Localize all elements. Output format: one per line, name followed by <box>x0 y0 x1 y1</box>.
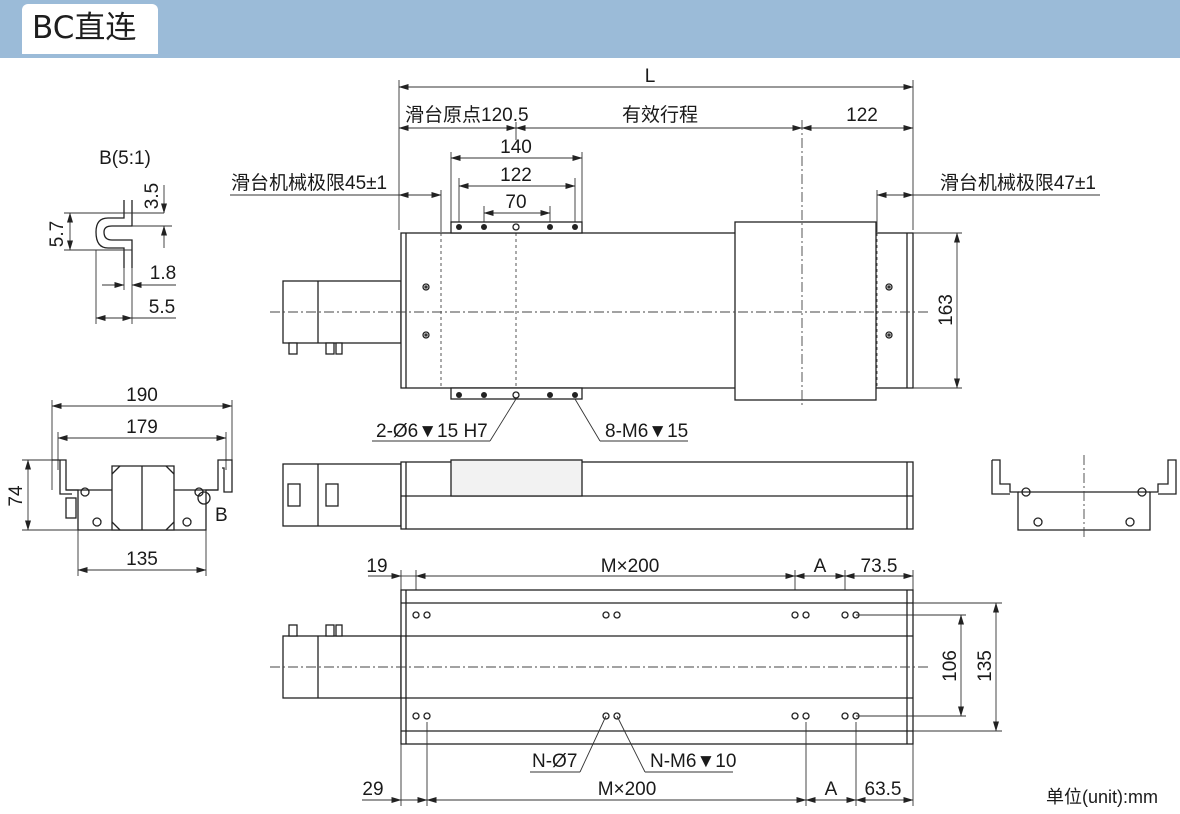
dim-3-5: 3.5 <box>142 183 163 209</box>
dim-L: L <box>645 66 656 87</box>
dim-70: 70 <box>505 192 526 213</box>
dim-74: 74 <box>6 485 27 507</box>
dim-179: 179 <box>126 417 158 438</box>
header-bar <box>0 0 1180 58</box>
dim-106: 106 <box>940 650 961 682</box>
mounting-holes <box>412 611 860 720</box>
callout-tapped-holes: 8-M6▼15 <box>605 421 688 442</box>
units-note: 单位(unit):mm <box>1046 787 1158 807</box>
right-end-view <box>991 455 1177 540</box>
dim-19: 19 <box>366 556 387 577</box>
callout-pin-holes: 2-Ø6▼15 H7 <box>376 421 488 442</box>
dim-top-a: A <box>814 556 827 577</box>
end-view: 190 179 B 74 135 <box>6 385 233 576</box>
dim-190: 190 <box>126 385 158 406</box>
limit-right: 滑台机械极限47±1 <box>940 172 1096 194</box>
limit-left: 滑台机械极限45±1 <box>231 172 387 194</box>
dim-135-side: 135 <box>975 650 996 682</box>
title-tab <box>22 4 158 54</box>
dim-122: 122 <box>500 165 532 186</box>
detail-b: B(5:1) 5.7 3.5 1.8 5.5 <box>47 148 176 324</box>
top-view: L 滑台原点120.5 有效行程 122 140 122 70 滑台机械极限45… <box>230 66 1100 442</box>
detail-marker-b: B <box>215 505 228 526</box>
callout-tapped-holes-bottom: N-M6▼10 <box>650 751 736 772</box>
dim-right-end: 122 <box>846 105 878 126</box>
dim-163: 163 <box>936 294 957 326</box>
dim-73-5: 73.5 <box>861 556 898 577</box>
dim-63-5: 63.5 <box>865 779 902 800</box>
dim-stroke: 有效行程 <box>622 104 698 126</box>
dim-bottom-pitch: M×200 <box>598 779 657 800</box>
dim-top-pitch: M×200 <box>601 556 660 577</box>
dim-5-5: 5.5 <box>149 297 175 318</box>
dim-home: 滑台原点120.5 <box>405 104 529 126</box>
carriage-holes <box>456 223 578 399</box>
dim-5-7: 5.7 <box>47 221 68 247</box>
side-view <box>282 459 914 530</box>
dim-140: 140 <box>500 137 532 158</box>
dim-1-8: 1.8 <box>150 263 176 284</box>
dim-29: 29 <box>362 779 383 800</box>
dim-bottom-a: A <box>825 779 838 800</box>
page-title: BC直连 <box>32 10 137 46</box>
bottom-view: 19 M×200 A 73.5 10 <box>270 556 1002 806</box>
detail-title: B(5:1) <box>99 148 151 169</box>
callout-pin-holes-bottom: N-Ø7 <box>532 751 577 772</box>
dim-135: 135 <box>126 549 158 570</box>
